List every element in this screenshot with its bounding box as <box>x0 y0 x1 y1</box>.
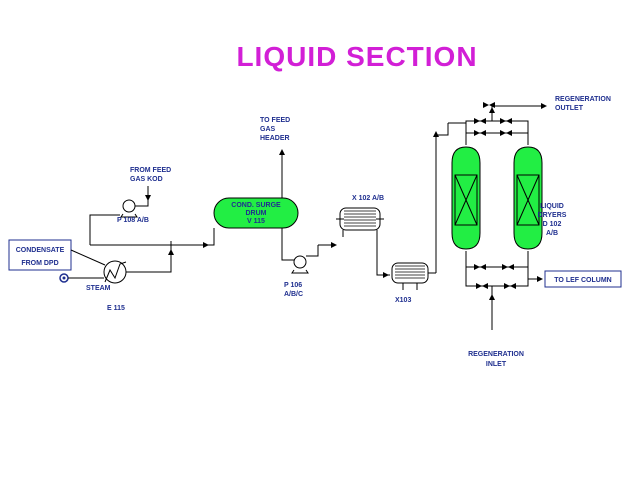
p106-label-1: P 106 <box>284 282 302 289</box>
to-lef-column-box <box>544 270 622 288</box>
e115-exchanger-icon <box>103 260 127 284</box>
from-feed-label-2: GAS KOD <box>130 176 163 183</box>
x103-label: X103 <box>395 297 411 304</box>
condensate-inlet-box <box>8 239 72 271</box>
regen-outlet-label-1: REGENERATION <box>555 96 611 103</box>
p106-label-2: A/B/C <box>284 291 303 298</box>
p108-pump-icon <box>122 199 136 213</box>
condensate-label-1: CONDENSATE <box>16 247 65 254</box>
surge-drum-label-1: COND. SURGE <box>231 202 281 209</box>
to-feed-gas-label-2: GAS <box>260 126 276 133</box>
p106-pump-icon <box>293 255 307 269</box>
regen-inlet-label-2: INLET <box>486 361 507 368</box>
dryers-label-1: LIQUID <box>540 203 564 210</box>
diagram-title: LIQUID SECTION <box>236 41 477 72</box>
dryer-a-vessel <box>451 146 481 250</box>
condensate-label-2: FROM DPD <box>21 260 58 267</box>
from-feed-label-1: FROM FEED <box>130 167 171 174</box>
to-lef-label: TO LEF COLUMN <box>554 277 611 284</box>
dryer-b-vessel <box>513 146 543 250</box>
regen-inlet-label-1: REGENERATION <box>468 351 524 358</box>
to-feed-gas-label-3: HEADER <box>260 135 290 142</box>
to-feed-gas-label-1: TO FEED <box>260 117 290 124</box>
regen-outlet-label-2: OUTLET <box>555 105 584 112</box>
steam-label: STEAM <box>86 285 111 292</box>
surge-drum-label-2: DRUM <box>246 210 267 217</box>
x102-label: X 102 A/B <box>352 195 384 202</box>
p108-label: P 108 A/B <box>117 217 149 224</box>
surge-drum-label-3: V 115 <box>247 218 265 225</box>
dryers-label-4: A/B <box>546 230 558 237</box>
dryers-label-3: D 102 <box>543 221 562 228</box>
e115-label: E 115 <box>107 305 125 312</box>
surge-drum-v115 <box>213 197 299 229</box>
dryers-label-2: DRYERS <box>538 212 567 219</box>
